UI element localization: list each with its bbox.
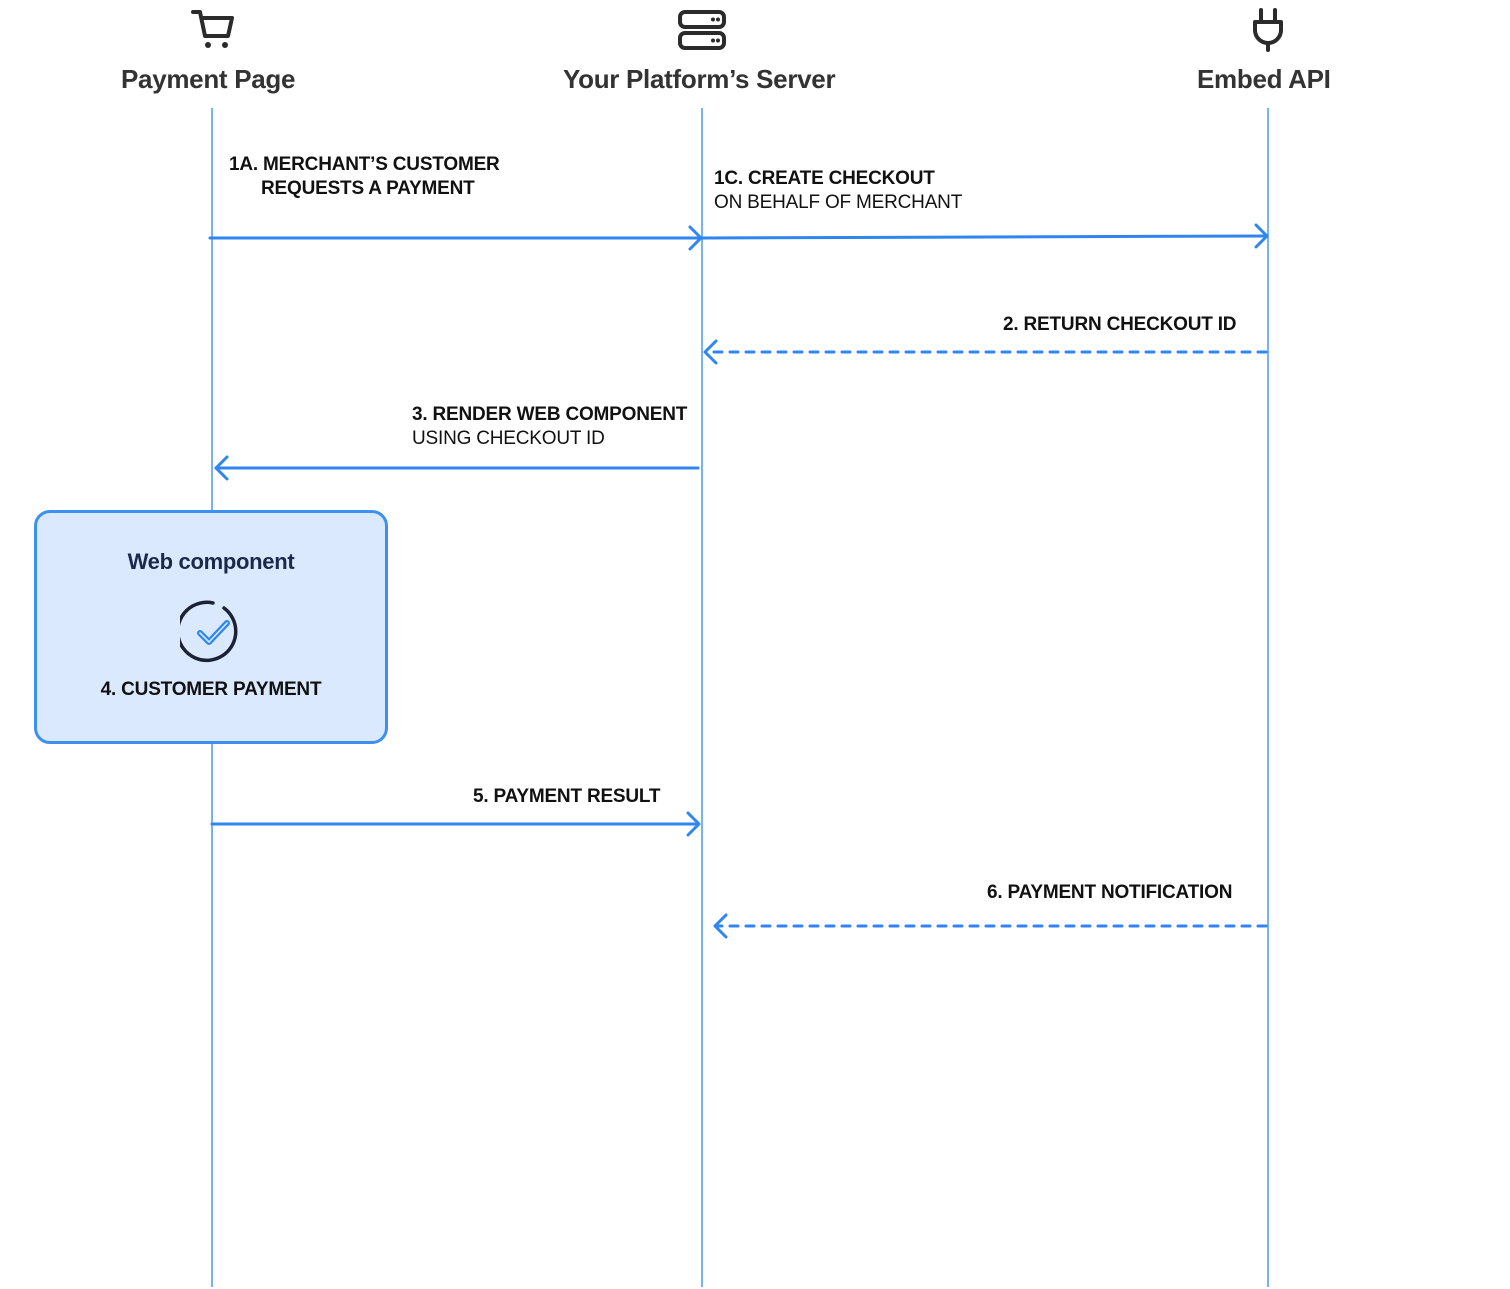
web-component-step: 4. CUSTOMER PAYMENT — [100, 679, 322, 700]
message-1c-sub: ON BEHALF OF MERCHANT — [714, 192, 963, 213]
actor-payment-page: Payment Page — [121, 64, 296, 94]
message-3-label: 3. RENDER WEB COMPONENT USING CHECKOUT I… — [412, 403, 687, 451]
arrow-5 — [210, 811, 701, 837]
arrow-2-return — [703, 339, 1268, 365]
arrow-6-notification — [713, 913, 1268, 939]
message-6-title: 6. PAYMENT NOTIFICATION — [987, 882, 1233, 903]
message-3-title: 3. RENDER WEB COMPONENT — [412, 404, 688, 425]
server-icon — [678, 10, 726, 55]
actor-platform-server: Your Platform’s Server — [563, 64, 836, 94]
arrow-3 — [214, 455, 700, 481]
message-1a-label: 1A. MERCHANT’S CUSTOMER REQUESTS A PAYME… — [229, 153, 500, 201]
web-component-box: Web component 4. CUSTOMER PAYMENT — [34, 510, 388, 744]
message-1a-line1: 1A. MERCHANT’S CUSTOMER — [229, 154, 500, 175]
message-1a-line2: REQUESTS A PAYMENT — [261, 178, 475, 199]
check-circle-icon — [176, 599, 246, 670]
message-2-label: 2. RETURN CHECKOUT ID — [1003, 313, 1237, 337]
actor-embed-api: Embed API — [1197, 64, 1331, 94]
plug-icon — [1251, 8, 1285, 57]
message-1c-title: 1C. CREATE CHECKOUT — [714, 168, 935, 189]
message-6-label: 6. PAYMENT NOTIFICATION — [987, 881, 1232, 905]
arrow-1c — [700, 223, 1269, 249]
message-2-title: 2. RETURN CHECKOUT ID — [1003, 314, 1237, 335]
message-3-sub: USING CHECKOUT ID — [412, 428, 605, 449]
web-component-title: Web component — [127, 549, 295, 574]
message-1c-label: 1C. CREATE CHECKOUT ON BEHALF OF MERCHAN… — [714, 167, 962, 215]
arrow-1a — [208, 225, 703, 251]
message-5-label: 5. PAYMENT RESULT — [473, 785, 661, 809]
cart-icon — [190, 8, 236, 55]
message-5-title: 5. PAYMENT RESULT — [473, 786, 661, 807]
